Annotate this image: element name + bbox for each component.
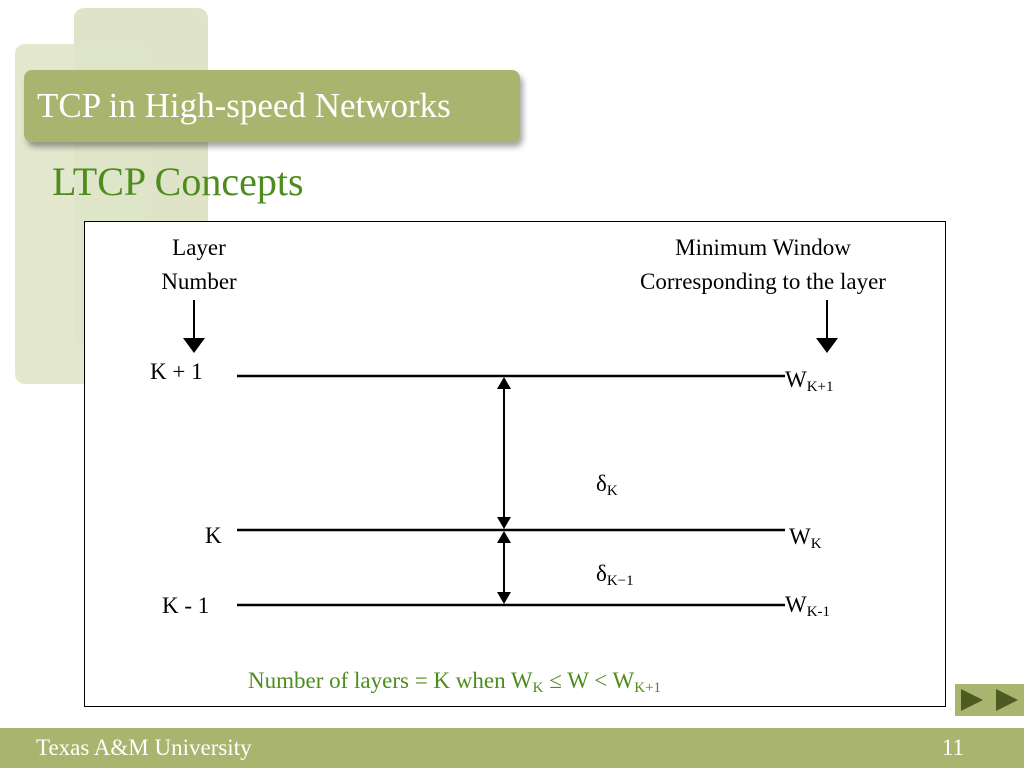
delta-label-k: δK	[596, 470, 618, 505]
window-header-line: Corresponding to the layer	[640, 269, 886, 294]
delta-symbol: δ	[596, 471, 607, 496]
double-arrow-icon	[497, 377, 511, 529]
window-symbol: W	[785, 367, 807, 392]
slide-subtitle: LTCP Concepts	[52, 159, 304, 204]
page-number: 11	[941, 735, 964, 760]
next-slide-button[interactable]	[955, 684, 1024, 716]
arrow-down-icon	[816, 300, 838, 353]
delta-symbol: δ	[596, 561, 607, 586]
window-symbol: W	[789, 524, 811, 549]
formula-subscript: K+1	[634, 680, 662, 696]
footer-organization: Texas A&M University	[36, 735, 252, 760]
title-banner: TCP in High-speed Networks	[24, 70, 520, 142]
delta-subscript: K−1	[606, 573, 634, 589]
formula-subscript: K	[532, 680, 544, 696]
slide-title: TCP in High-speed Networks	[37, 86, 451, 125]
layer-header-line: Number	[161, 269, 237, 294]
minimum-window-header: Minimum Window Corresponding to the laye…	[600, 231, 926, 299]
window-label-k-minus-1: WK-1	[785, 591, 830, 626]
window-header-line: Minimum Window	[675, 235, 851, 260]
layer-label-k-minus-1: K - 1	[162, 593, 210, 618]
window-label-k-plus-1: WK+1	[785, 366, 834, 401]
delta-subscript: K	[606, 483, 618, 499]
formula-prefix: Number of layers = K when W	[248, 668, 533, 693]
layer-label-k-plus-1: K + 1	[150, 359, 203, 384]
delta-label-k-minus-1: δK−1	[596, 560, 634, 595]
window-subscript: K-1	[806, 604, 831, 620]
window-subscript: K	[810, 536, 822, 552]
layer-label-k: K	[205, 523, 222, 548]
formula-middle: ≤ W < W	[543, 668, 635, 693]
window-symbol: W	[785, 592, 807, 617]
window-label-k: WK	[789, 523, 822, 558]
next-slide-icon	[995, 689, 1018, 711]
footer-bar: Texas A&M University 11	[0, 728, 1024, 768]
layer-number-header: Layer Number	[140, 231, 258, 299]
layer-count-formula: Number of layers = K when WK ≤ W < WK+1	[248, 668, 661, 697]
double-arrow-icon	[497, 531, 511, 604]
arrow-down-icon	[183, 300, 205, 353]
next-slide-icon	[961, 689, 984, 711]
window-subscript: K+1	[806, 379, 834, 395]
diagram-frame	[84, 221, 946, 707]
layer-header-line: Layer	[172, 235, 226, 260]
